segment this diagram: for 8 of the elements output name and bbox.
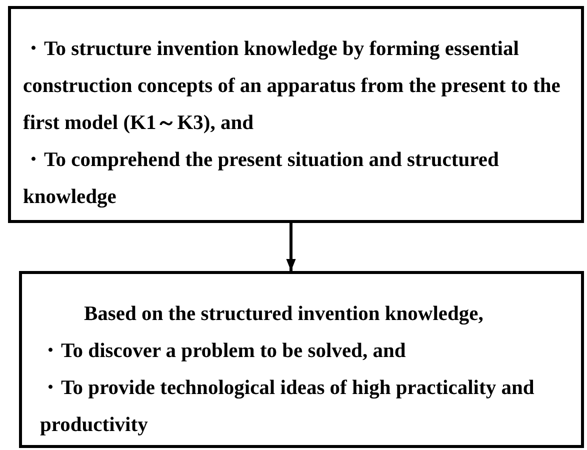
box-text: ・To discover a problem to be solved, and bbox=[40, 339, 407, 364]
arrow bbox=[286, 223, 296, 271]
box-text: ・To structure invention knowledge by forming essential construction concepts of an apparatus from the present to the first model (K1～K3), and bbox=[23, 37, 562, 136]
box-text: Based on the structured invention knowledge, bbox=[83, 302, 484, 327]
text-box bbox=[19, 271, 584, 448]
box-text: ・To provide technological ideas of high practicality and productivity bbox=[40, 376, 536, 438]
box-text: ・To comprehend the present situation and structured knowledge bbox=[23, 148, 500, 210]
text-box bbox=[8, 6, 584, 223]
